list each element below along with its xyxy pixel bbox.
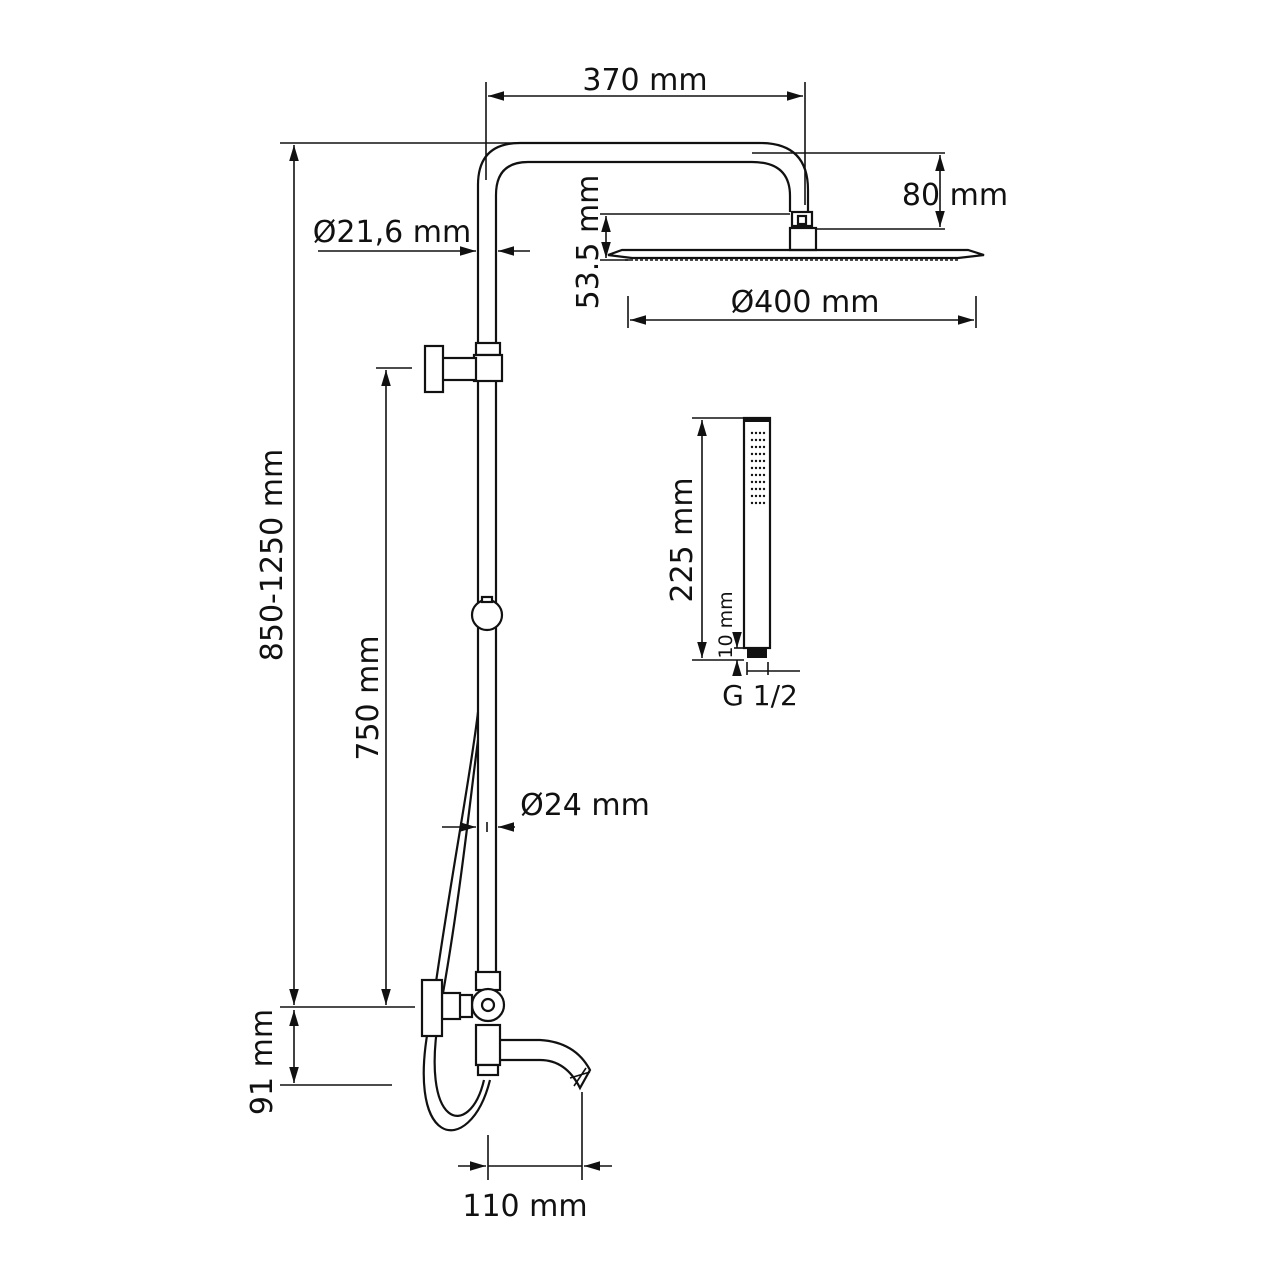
- label-rail-length: 750 mm: [351, 635, 386, 760]
- label-spout-reach: 110 mm: [462, 1189, 587, 1224]
- label-pipe-diameter-top: Ø21,6 mm: [313, 215, 471, 250]
- label-head-drop: 80 mm: [902, 178, 1008, 213]
- dimension-lines: [280, 82, 977, 1180]
- label-mixer-offset: 91 mm: [245, 1009, 280, 1115]
- slider-holder: [470, 595, 504, 632]
- upper-holder: [423, 341, 504, 394]
- label-total-height: 850-1250 mm: [255, 449, 290, 661]
- label-thread: G 1/2: [722, 679, 798, 712]
- rain-shower-head: [607, 210, 985, 261]
- label-head-height: 53.5 mm: [571, 175, 606, 310]
- mixer-valve: [420, 970, 592, 1091]
- label-hand-shower-length: 225 mm: [665, 477, 700, 602]
- hand-shower: [742, 416, 772, 658]
- label-pipe-diameter-lower: Ø24 mm: [520, 788, 650, 823]
- label-head-diameter: Ø400 mm: [731, 285, 880, 320]
- label-arm-length: 370 mm: [582, 63, 707, 98]
- label-thread-length: 10 mm: [715, 591, 737, 658]
